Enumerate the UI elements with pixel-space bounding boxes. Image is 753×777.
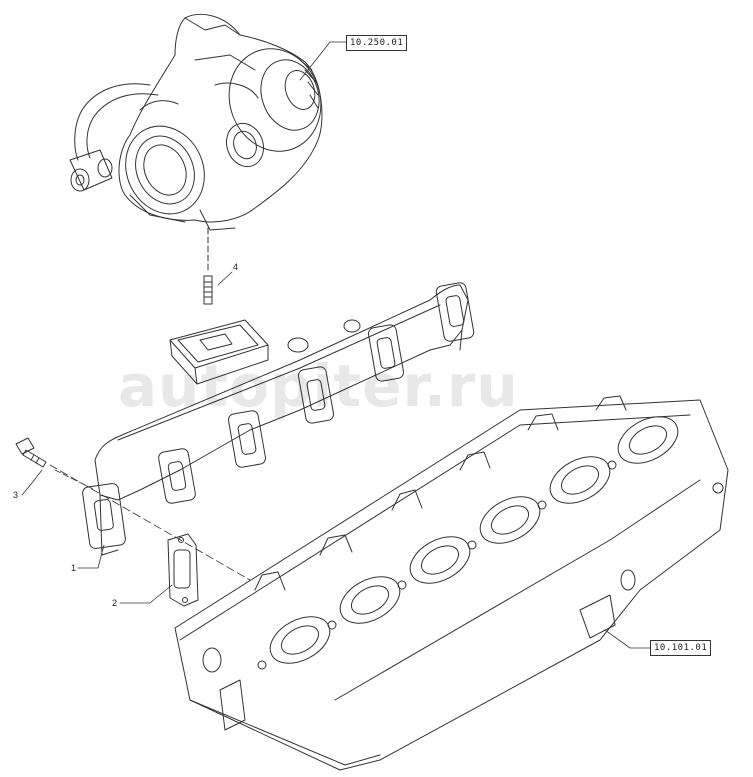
gasket-drawing [167,533,199,607]
callout-2: 2 [112,598,118,608]
callout-4: 4 [233,262,239,272]
stud-drawing [203,275,213,305]
reference-cylinder-head[interactable]: 10.101.01 [650,640,712,656]
reference-turbocharger[interactable]: 10.250.01 [346,35,408,51]
turbocharger-drawing [69,13,323,231]
callout-3: 3 [13,490,19,500]
watermark-text: autopiter.ru [118,352,519,420]
bolt-drawing [15,437,47,468]
callout-1: 1 [71,563,77,573]
exhaust-manifold-drawing [82,282,475,556]
cylinder-head-drawing [174,395,729,771]
